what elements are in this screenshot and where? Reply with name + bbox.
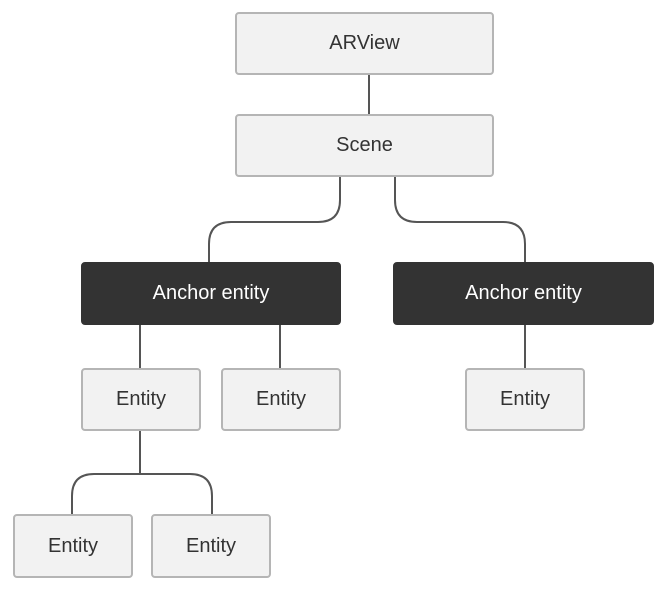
- scene-node: Scene: [235, 114, 494, 177]
- anchor-entity-node-right: Anchor entity: [393, 262, 654, 325]
- connector-scene-anchor-left: [208, 177, 341, 262]
- connector-entity-1-children: [71, 431, 213, 514]
- scene-node-label: Scene: [336, 134, 393, 156]
- anchor-entity-right-label: Anchor entity: [465, 282, 582, 304]
- entity-node-2: Entity: [221, 368, 341, 431]
- entity-node-3: Entity: [465, 368, 585, 431]
- entity-node-3-label: Entity: [499, 388, 551, 410]
- entity-node-5-label: Entity: [185, 534, 237, 557]
- entity-node-5: Entity: [151, 514, 271, 578]
- anchor-entity-node-left: Anchor entity: [81, 262, 341, 325]
- arview-node: ARView: [235, 12, 494, 75]
- connector-scene-anchor-right: [394, 177, 526, 262]
- entity-node-2-label: Entity: [255, 388, 307, 410]
- entity-node-4: Entity: [13, 514, 133, 578]
- entity-node-1: Entity: [81, 368, 201, 431]
- entity-node-4-label: Entity: [47, 534, 99, 557]
- arview-node-label: ARView: [329, 32, 400, 54]
- entity-node-1-label: Entity: [115, 388, 167, 410]
- anchor-entity-left-label: Anchor entity: [152, 282, 270, 304]
